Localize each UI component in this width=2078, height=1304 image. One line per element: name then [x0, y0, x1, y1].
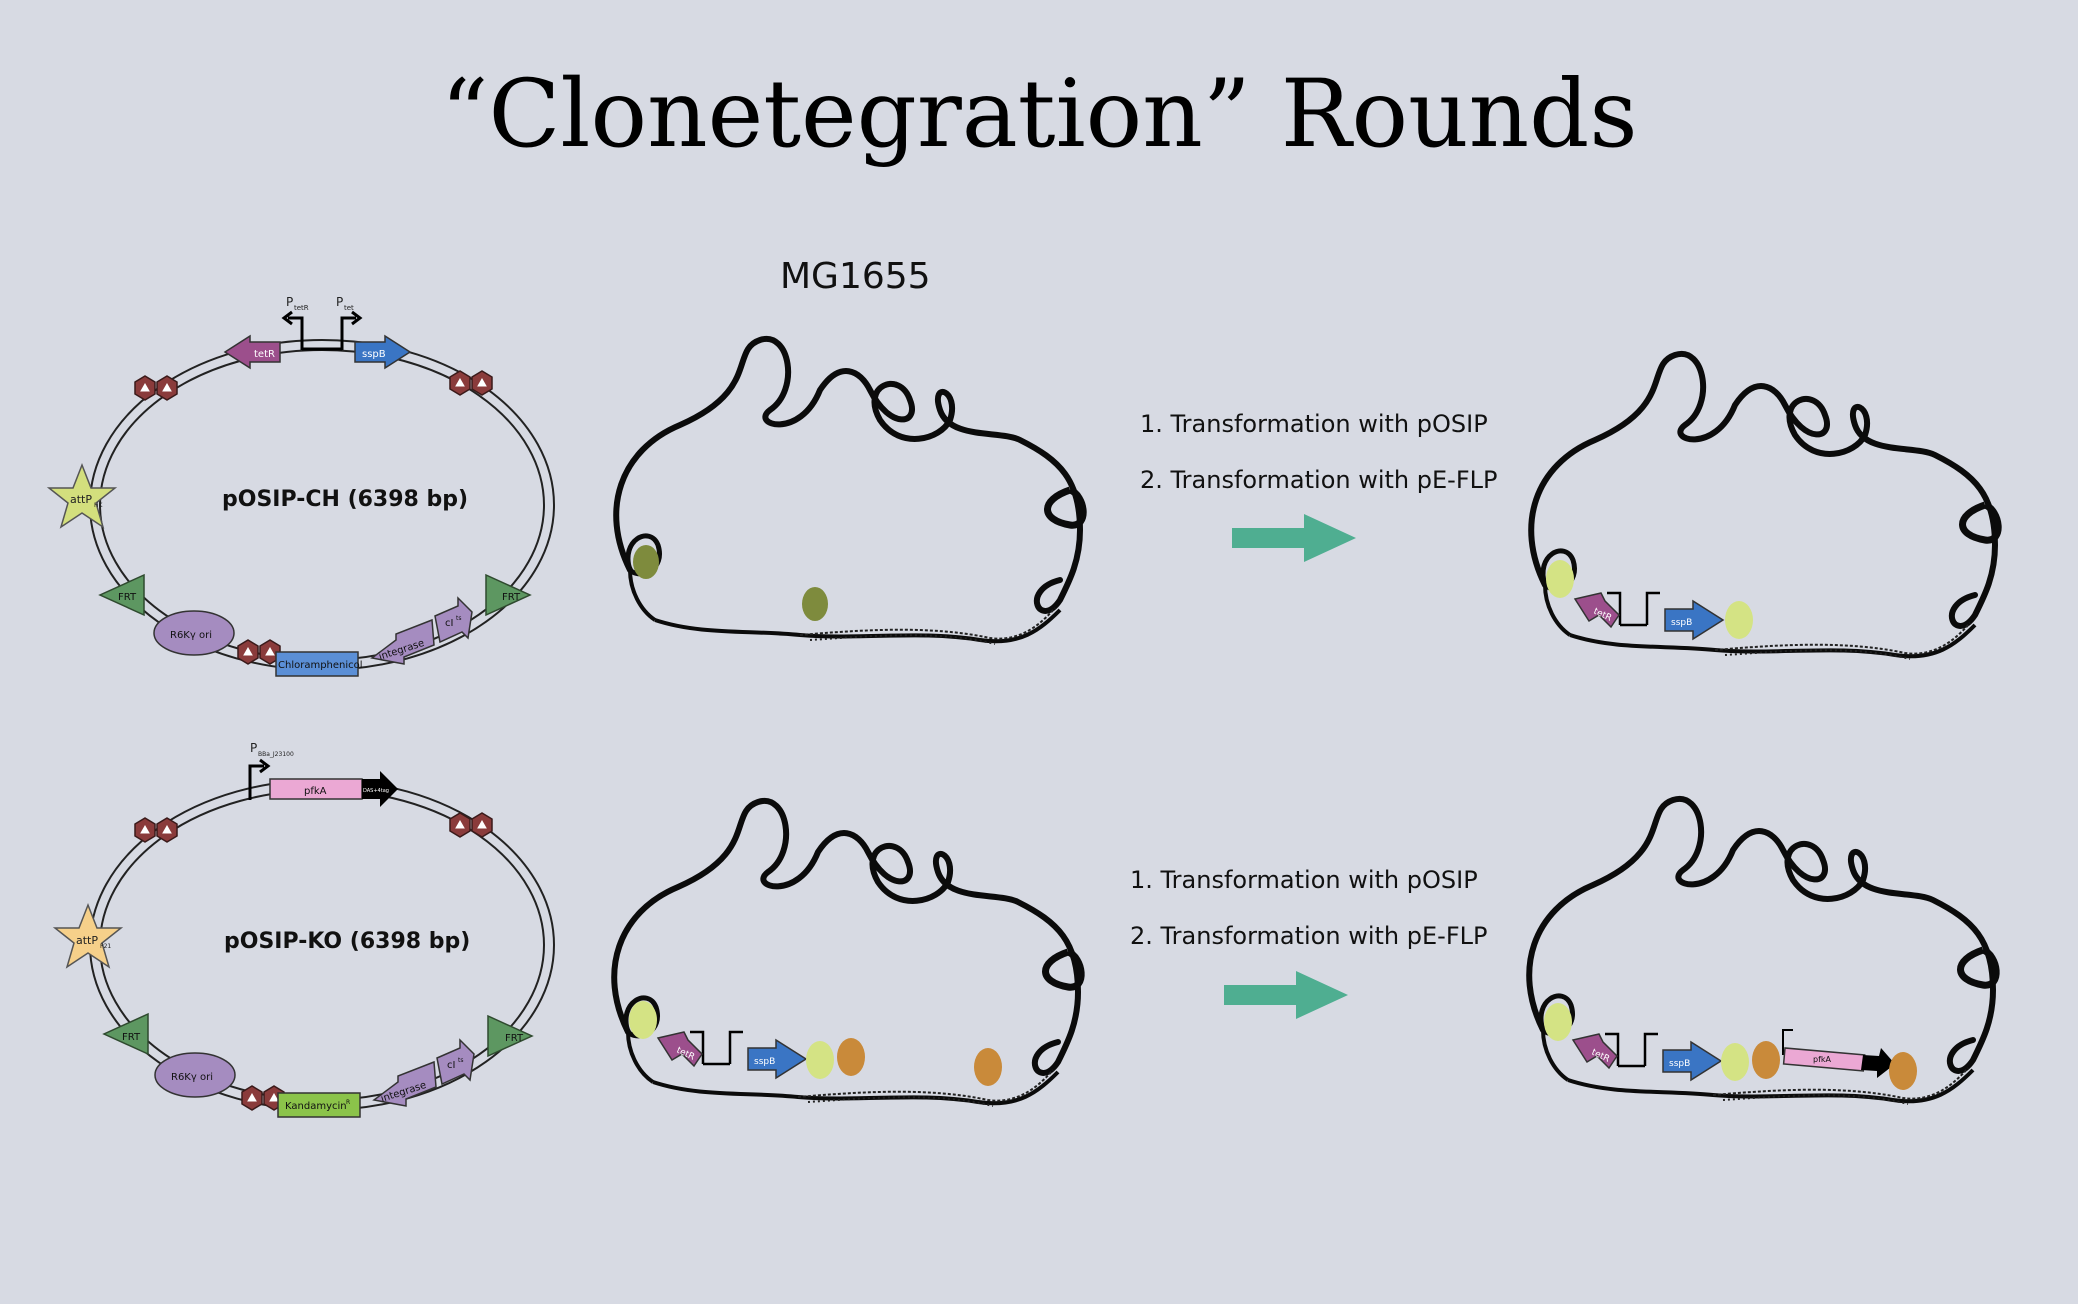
- genome-row2: tetR sspB: [614, 801, 1081, 1106]
- gene-pfkA-row2-label: pfkA: [304, 786, 327, 797]
- attP-row1-sub: HK: [94, 502, 104, 509]
- genome-result-row2: tetR sspB pfkA: [1529, 799, 1996, 1104]
- ci-row2-label: cI: [447, 1060, 455, 1071]
- marker-row1: Chloramphenicol: [275, 651, 363, 677]
- frt-right-row1: FRT: [485, 573, 532, 617]
- step-2-row-1: 2. Transformation with pE-FLP: [1140, 466, 1498, 494]
- strain-label: MG1655: [780, 256, 931, 297]
- site-bottom-row1: [237, 639, 281, 665]
- promoter-left-row1-label: P: [286, 295, 293, 309]
- result-row1-sspB: sspB: [1671, 618, 1692, 628]
- frt-left-row1-label: FRT: [118, 592, 137, 603]
- attP-star-row2: attP P21: [52, 902, 124, 969]
- genome-result-row1: tetR sspB: [1531, 354, 1998, 659]
- tag-row2-label: DAS+4tag: [363, 788, 389, 794]
- site-pair-topright-row1: [449, 370, 493, 396]
- genome-row2-sspB: sspB: [754, 1057, 775, 1067]
- ci-row2-sup: ts: [458, 1057, 463, 1064]
- promoter-row2-label: P: [250, 741, 257, 755]
- gene-sspB-row1-label: sspB: [362, 349, 386, 360]
- promoter-left-row1: P tetR: [281, 295, 309, 350]
- site-olive-right: [802, 587, 828, 621]
- frt-left-row2-label: FRT: [122, 1032, 141, 1043]
- promoter-row2: P BBa_J23100: [248, 741, 294, 800]
- frt-left-row2: FRT: [102, 1012, 149, 1056]
- plasmid-pOSIP-CH: P tetR P tet tetR sspB attP: [46, 295, 555, 677]
- step-1-row-1: 1. Transformation with pOSIP: [1140, 410, 1488, 438]
- attP-row1-label: attP: [70, 493, 92, 506]
- promoter-right-row1-sub: tet: [344, 304, 354, 312]
- transform-arrow-row1: [1232, 514, 1356, 562]
- ci-row2: cI ts: [436, 1038, 475, 1086]
- plasmid-pOSIP-KO: P BBa_J23100 pfkA DAS+4tag attP P21 FRT: [52, 741, 555, 1118]
- frt-right-row2-label: FRT: [505, 1033, 524, 1044]
- gene-sspB-row1: sspB: [354, 334, 412, 370]
- result-row2-pfkA: pfkA: [1813, 1055, 1832, 1064]
- site-pair-topleft-row1: [134, 375, 178, 401]
- attP-row2-label: attP: [76, 934, 98, 947]
- transform-arrow-row2: [1224, 971, 1348, 1019]
- ci-row1: cI ts: [434, 596, 473, 644]
- ori-row1-label: R6Kγ ori: [170, 630, 212, 641]
- frt-right-row2: FRT: [487, 1014, 534, 1058]
- ci-row1-label: cI: [445, 618, 453, 629]
- gene-pfkA-row2: pfkA DAS+4tag: [269, 771, 398, 807]
- marker-row2: Kandamycin R: [277, 1092, 361, 1118]
- integrase-row1: integrase: [370, 618, 435, 665]
- marker-row1-label: Chloramphenicol: [278, 660, 363, 671]
- ori-row2: R6Kγ ori: [154, 1052, 236, 1098]
- gene-tetR-row1: tetR: [223, 334, 281, 370]
- site-olive-left: [633, 545, 659, 579]
- marker-row2-sup: R: [346, 1099, 350, 1106]
- ori-row2-label: R6Kγ ori: [171, 1072, 213, 1083]
- attP-star-row1: attP HK: [46, 462, 118, 529]
- plasmid-row2-name: pOSIP-KO (6398 bp): [224, 929, 470, 954]
- page-title: “Clonetegration” Rounds: [440, 60, 1638, 169]
- ori-row1: R6Kγ ori: [153, 610, 235, 656]
- promoter-left-row1-sub: tetR: [294, 304, 309, 312]
- frt-left-row1: FRT: [98, 573, 145, 617]
- promoter-row2-sub: BBa_J23100: [258, 751, 294, 758]
- site-pair-topright-row2: [449, 812, 493, 838]
- ci-row1-sup: ts: [456, 615, 461, 622]
- plasmid-row1-name: pOSIP-CH (6398 bp): [222, 487, 468, 512]
- result-row2-sspB: sspB: [1669, 1059, 1690, 1069]
- promoter-right-row1-label: P: [336, 295, 343, 309]
- promoter-right-row1: P tet: [336, 295, 363, 350]
- genome-mg1655: [616, 339, 1083, 644]
- marker-row2-label: Kandamycin: [285, 1101, 347, 1112]
- step-1-row-2: 1. Transformation with pOSIP: [1130, 866, 1478, 894]
- frt-right-row1-label: FRT: [502, 592, 521, 603]
- attP-row2-sub: P21: [100, 943, 111, 950]
- gene-tetR-row1-label: tetR: [254, 349, 275, 360]
- step-2-row-2: 2. Transformation with pE-FLP: [1130, 922, 1488, 950]
- integrase-row2: integrase: [372, 1060, 437, 1107]
